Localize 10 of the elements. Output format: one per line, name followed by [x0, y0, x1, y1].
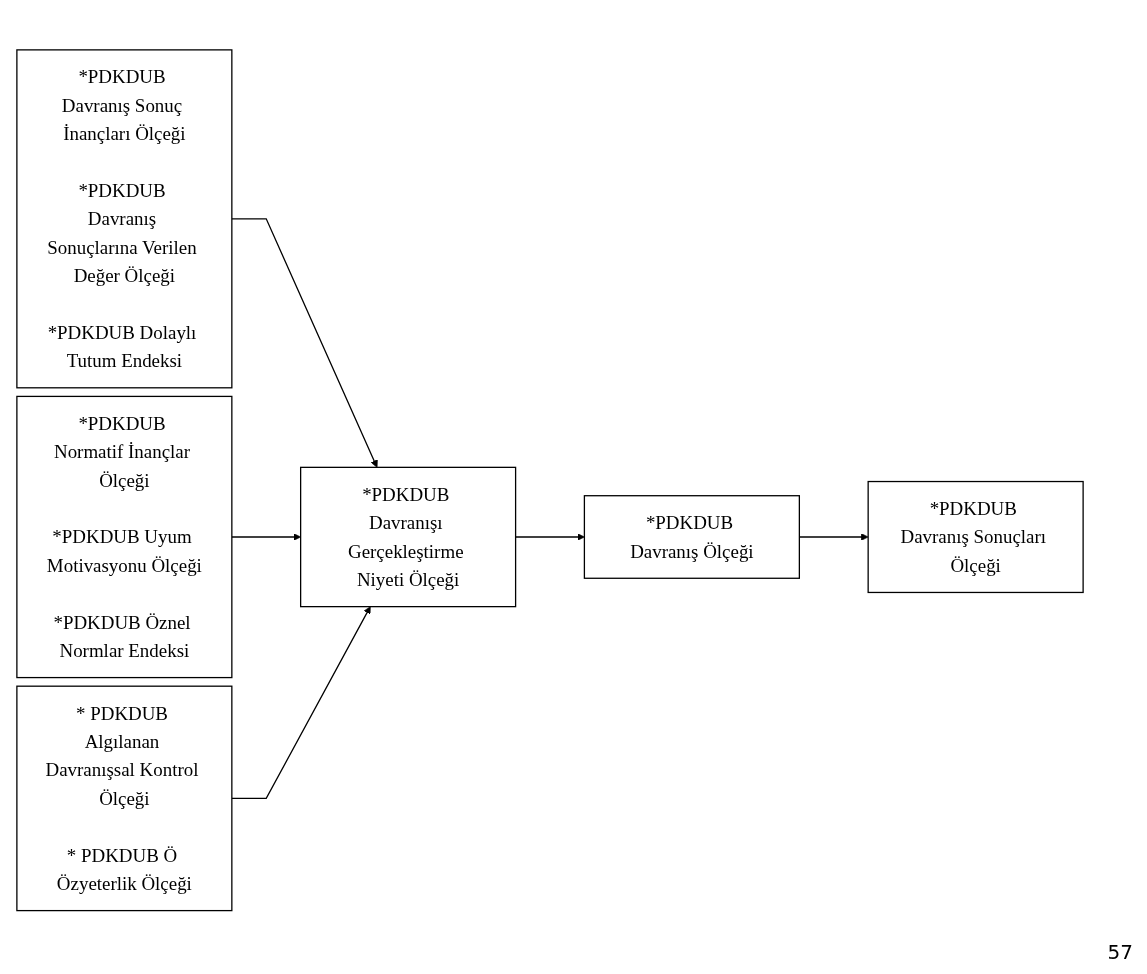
node-box: *PDKDUB Davranış Sonuç İnançları Ölçeği *PDKDUB Davranış Sonuçlarına Verilen Değer Ölçeği *PDKDUB Dolaylı Tutum Endeksi: [16, 49, 233, 389]
node-box: *PDKDUB Davranışı Gerçekleştirme Niyeti Ölçeği: [300, 466, 517, 608]
page-number: 57: [1107, 940, 1133, 964]
arrow: [231, 217, 378, 468]
arrow: [231, 532, 301, 541]
node-box: *PDKDUB Normatif İnançlar Ölçeği *PDKDUB Uyum Motivasyonu Ölçeği *PDKDUB Öznel Normlar Endeksi: [16, 395, 233, 678]
node-box: *PDKDUB Davranış Ölçeği: [583, 494, 800, 579]
arrow: [231, 606, 371, 799]
node-box: * PDKDUB Algılanan Davranışsal Kontrol Ölçeği * PDKDUB Ö Özyeterlik Ölçeği: [16, 685, 233, 911]
node-box: *PDKDUB Davranış Sonuçları Ölçeği: [867, 480, 1084, 593]
